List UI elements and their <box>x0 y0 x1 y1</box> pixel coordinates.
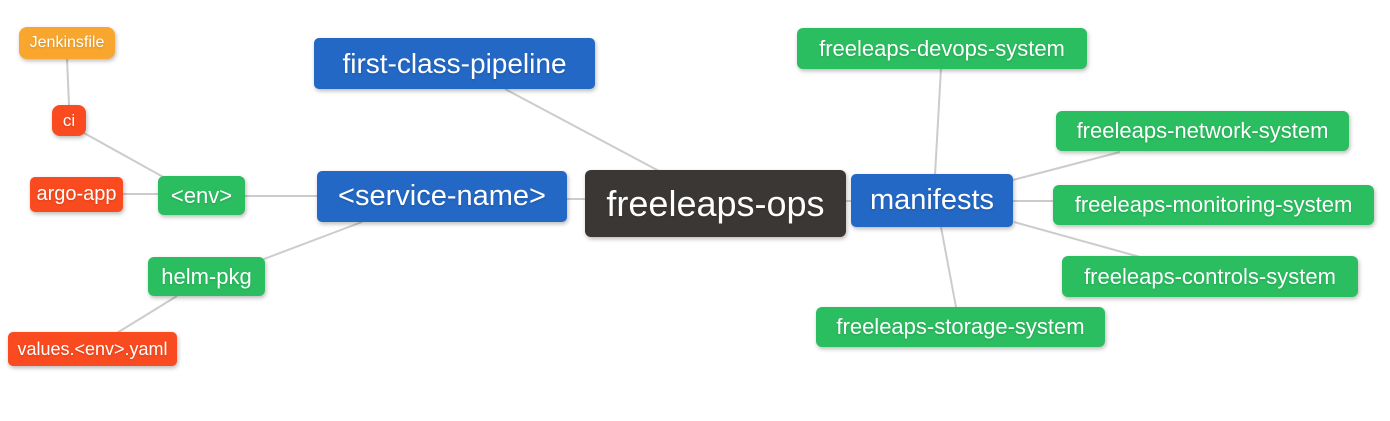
edge-service-name-helm-pkg <box>263 221 363 260</box>
node-freeleaps-controls-system[interactable]: freeleaps-controls-system <box>1062 256 1358 297</box>
edge-jenkinsfile-ci <box>66 58 70 106</box>
node-values-env-yaml[interactable]: values.<env>.yaml <box>8 332 177 366</box>
node-ci[interactable]: ci <box>52 105 86 136</box>
edge-ci-env <box>83 132 166 179</box>
edge-manifests-controls-system <box>1013 221 1141 258</box>
edge-manifests-devops-system <box>934 67 942 176</box>
node-freeleaps-network-system[interactable]: freeleaps-network-system <box>1056 111 1349 151</box>
edge-manifests-storage-system <box>940 226 957 308</box>
node-env[interactable]: <env> <box>158 176 245 215</box>
node-freeleaps-devops-system[interactable]: freeleaps-devops-system <box>797 28 1087 69</box>
node-manifests[interactable]: manifests <box>851 174 1013 227</box>
node-freeleaps-ops[interactable]: freeleaps-ops <box>585 170 846 237</box>
node-jenkinsfile[interactable]: Jenkinsfile <box>19 27 115 59</box>
edge-first-class-pipeline-ops <box>504 88 660 172</box>
node-freeleaps-monitoring-system[interactable]: freeleaps-monitoring-system <box>1053 185 1374 225</box>
edge-manifests-network-system <box>1012 151 1121 181</box>
node-helm-pkg[interactable]: helm-pkg <box>148 257 265 296</box>
edge-helm-pkg-values-env-yaml <box>116 295 178 334</box>
node-first-class-pipeline[interactable]: first-class-pipeline <box>314 38 595 89</box>
node-freeleaps-storage-system[interactable]: freeleaps-storage-system <box>816 307 1105 347</box>
node-service-name[interactable]: <service-name> <box>317 171 567 222</box>
node-argo-app[interactable]: argo-app <box>30 177 123 212</box>
